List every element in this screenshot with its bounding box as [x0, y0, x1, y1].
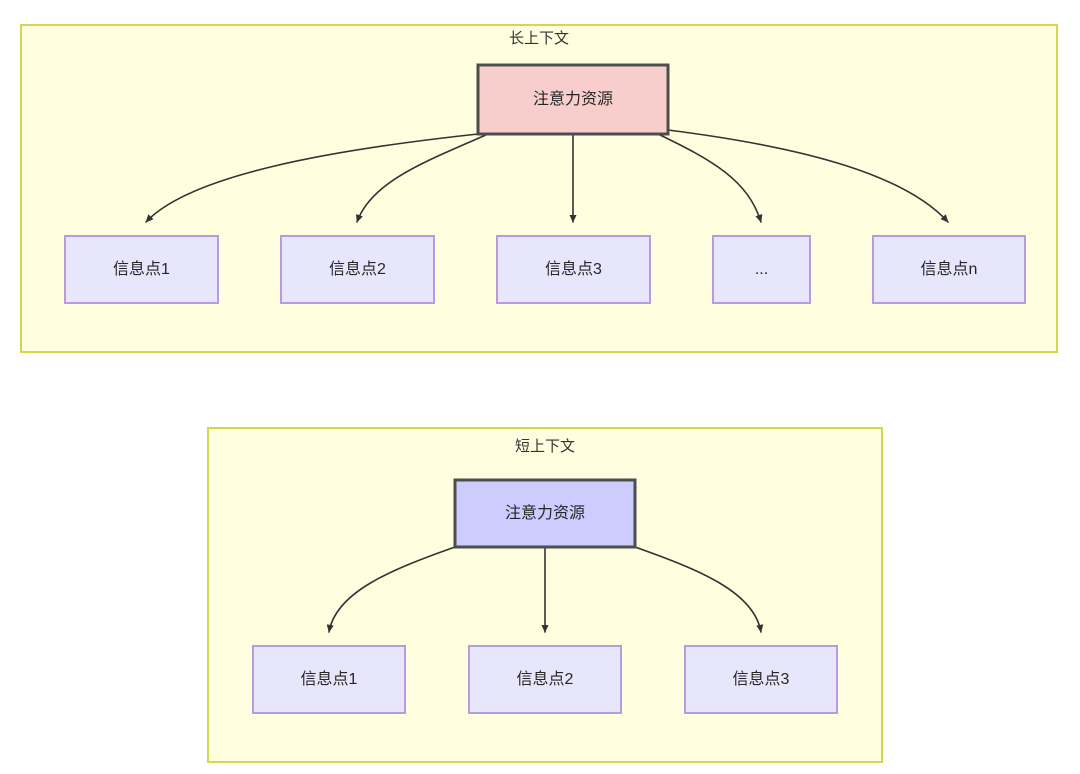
- node-info-point-3-short[interactable]: 信息点3: [684, 645, 838, 714]
- node-info-point-n-long-rect[interactable]: [872, 235, 1026, 304]
- node-info-point-3-long-rect[interactable]: [496, 235, 651, 304]
- node-attention-resource-long-rect[interactable]: [476, 63, 670, 136]
- panel-title-long-context: 长上下文: [509, 30, 569, 47]
- node-info-point-1-long-label: 信息点1: [113, 260, 170, 278]
- node-ellipsis-long[interactable]: ...: [712, 235, 811, 304]
- node-info-point-1-short[interactable]: 信息点1: [252, 645, 406, 714]
- node-attention-resource-long[interactable]: 注意力资源: [476, 63, 670, 136]
- node-info-point-3-long-label: 信息点3: [545, 260, 602, 278]
- node-ellipsis-long-label: ...: [755, 261, 768, 278]
- edge-attention-to-info3-short: [634, 546, 764, 633]
- node-attention-resource-short-rect[interactable]: [453, 478, 637, 549]
- node-info-point-n-long-label: 信息点n: [921, 260, 978, 278]
- edge-attention-to-ellipsis: [657, 133, 763, 223]
- node-info-point-1-short-rect[interactable]: [252, 645, 406, 714]
- node-attention-resource-short[interactable]: 注意力资源: [453, 478, 637, 549]
- node-info-point-2-long-rect[interactable]: [280, 235, 435, 304]
- edge-group-short-context: [326, 546, 764, 633]
- edge-attention-to-infon: [667, 129, 949, 223]
- edge-attention-to-info2: [356, 133, 489, 223]
- node-info-point-3-short-rect[interactable]: [684, 645, 838, 714]
- node-ellipsis-long-rect[interactable]: [712, 235, 811, 304]
- node-attention-resource-short-label: 注意力资源: [505, 503, 585, 522]
- node-info-point-2-long-label: 信息点2: [329, 260, 386, 278]
- node-info-point-3-long[interactable]: 信息点3: [496, 235, 651, 304]
- node-attention-resource-long-label: 注意力资源: [533, 89, 613, 108]
- node-info-point-n-long[interactable]: 信息点n: [872, 235, 1026, 304]
- node-info-point-2-short[interactable]: 信息点2: [468, 645, 622, 714]
- edge-group-long-context: [145, 129, 949, 223]
- node-info-point-2-long[interactable]: 信息点2: [280, 235, 435, 304]
- node-info-point-2-short-rect[interactable]: [468, 645, 622, 714]
- edge-attention-to-info1: [145, 133, 479, 223]
- node-info-point-3-short-label: 信息点3: [733, 670, 790, 688]
- panel-short-context: 短上下文 注意力资源 信息点1 信息点2: [207, 427, 883, 763]
- node-info-point-1-short-label: 信息点1: [301, 670, 358, 688]
- node-info-point-1-long-rect[interactable]: [64, 235, 219, 304]
- panel-long-context: 长上下文 注意力资源 信息点1 信息点2: [20, 24, 1058, 353]
- node-info-point-2-short-label: 信息点2: [517, 670, 574, 688]
- node-info-point-1-long[interactable]: 信息点1: [64, 235, 219, 304]
- edge-attention-to-info1-short: [326, 546, 456, 633]
- panel-title-short-context: 短上下文: [515, 438, 575, 455]
